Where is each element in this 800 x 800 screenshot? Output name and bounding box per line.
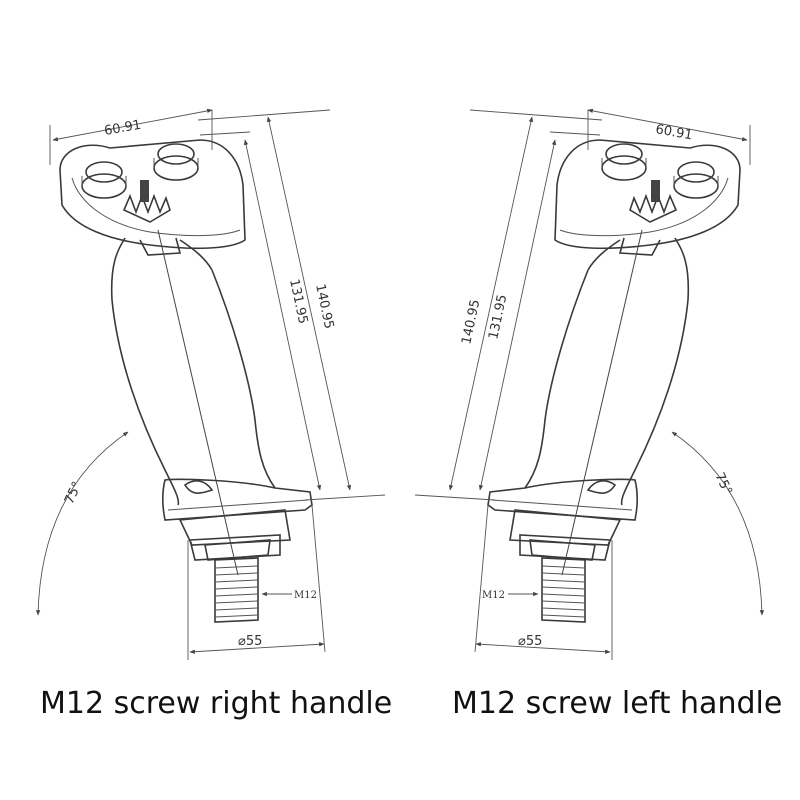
right-handle-drawing: 60.91 140.95 131.95 75° M12 ⌀55 [35, 108, 386, 660]
caption-left-handle: M12 screw left handle [452, 686, 783, 721]
right-handle-grip [111, 299, 180, 506]
left-dim-height-outer: 140.95 [459, 298, 483, 346]
left-handle-drawing [414, 108, 765, 660]
left-dim-top-width: 60.91 [654, 122, 693, 143]
right-dim-top-width: 60.91 [103, 118, 142, 139]
right-button-1 [81, 161, 127, 199]
right-dim-thread: M12 [294, 590, 317, 601]
right-dim-angle: 75° [62, 479, 85, 506]
right-dim-base-diameter: ⌀55 [238, 634, 262, 649]
left-dim-height-inner: 131.95 [486, 293, 510, 341]
left-dim-thread: M12 [482, 590, 505, 601]
left-dim-base-diameter: ⌀55 [518, 634, 542, 649]
right-button-2 [153, 143, 199, 181]
right-dim-height-inner: 131.95 [286, 278, 310, 326]
right-dim-height-outer: 140.95 [312, 283, 336, 331]
left-handle-dimensions: 60.91 140.95 131.95 75° M12 ⌀55 [459, 122, 734, 649]
right-thumb-wheel [122, 180, 171, 223]
right-screw [214, 557, 259, 623]
caption-right-handle: M12 screw right handle [40, 686, 393, 721]
left-dim-angle: 75° [711, 470, 734, 497]
